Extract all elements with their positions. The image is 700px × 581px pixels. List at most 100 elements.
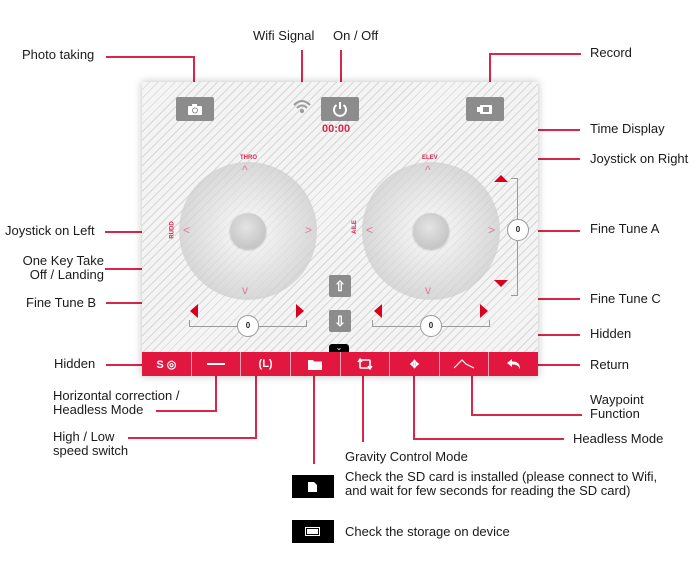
sd-status-icon: S ◎ <box>156 358 177 371</box>
label-gravity-control: Gravity Control Mode <box>345 449 468 464</box>
label-photo-taking: Photo taking <box>22 47 95 62</box>
chevron-down-icon: v <box>425 283 431 297</box>
trim-a-down-button[interactable] <box>494 280 508 287</box>
label-fine-tune-a: Fine Tune A <box>590 221 660 236</box>
left-joystick[interactable]: ^ v < > <box>179 162 317 300</box>
leader-horizontal <box>156 410 216 412</box>
horizontal-line-icon <box>206 363 225 365</box>
record-button[interactable] <box>466 97 504 121</box>
chevron-up-icon: ^ <box>425 163 431 177</box>
folder-icon <box>308 359 323 370</box>
wifi-signal-icon <box>292 98 312 119</box>
takeoff-button[interactable]: ⇧ <box>329 275 351 297</box>
leader-onoff <box>340 50 342 104</box>
label-high-low-speed: High / Low speed switch <box>53 429 129 458</box>
toolbar-folder-button[interactable] <box>289 352 340 376</box>
chevron-right-icon: > <box>305 223 313 237</box>
leader-speed <box>128 437 256 439</box>
legend-sd-card-text: Check the SD card is installed (please c… <box>345 469 658 498</box>
label-waypoint: Waypoint Function <box>590 392 644 421</box>
label-one-key: One Key Take Off / Landing <box>22 253 104 282</box>
leader-gravity-v <box>362 376 364 442</box>
right-joystick-knob[interactable] <box>413 213 449 249</box>
chevron-up-icon: ^ <box>242 163 248 177</box>
toolbar-waypoint-button[interactable] <box>438 352 489 376</box>
storage-icon <box>305 527 320 536</box>
toolbar-hidden-button[interactable]: S ◎ <box>142 352 191 376</box>
headless-icon: ✥ <box>409 358 420 371</box>
leader-headless-v <box>413 376 415 440</box>
leader-headless <box>414 438 564 440</box>
photo-button[interactable] <box>176 97 214 121</box>
throttle-label: THRO <box>240 155 257 161</box>
controller-screen: 00:00 ^ v < > THRO RUDD ^ v < > ELEV AIL… <box>142 82 538 376</box>
label-fine-tune-b: Fine Tune B <box>26 295 97 310</box>
leader-wifi <box>301 50 303 102</box>
toolbar-horizontal-correction-button[interactable] <box>190 352 241 376</box>
leader-fine-a <box>520 230 580 232</box>
legend-storage-box <box>292 520 334 543</box>
legend-sd-card-box <box>292 475 334 498</box>
video-camera-icon <box>477 105 492 114</box>
trim-c-value: 0 <box>420 315 442 337</box>
waypoint-icon <box>453 359 475 369</box>
leader-horizontal-v <box>215 376 217 412</box>
trim-c-right-button[interactable] <box>480 304 488 318</box>
leader-speed-v <box>255 376 257 439</box>
label-hidden-left: Hidden <box>54 356 96 371</box>
label-headless-mode: Headless Mode <box>573 431 664 446</box>
leader-record <box>489 53 581 55</box>
leader-return <box>538 364 580 366</box>
elevator-label: ELEV <box>422 155 438 161</box>
time-display: 00:00 <box>322 123 351 135</box>
rotate-icon <box>357 357 373 371</box>
leader-photo <box>106 56 194 58</box>
power-button[interactable] <box>321 97 359 121</box>
toolbar-gravity-button[interactable] <box>339 352 390 376</box>
chevron-left-icon: < <box>366 223 374 237</box>
chevron-down-icon: v <box>242 283 248 297</box>
bottom-toolbar: S ◎ (L) ✥ <box>142 352 538 376</box>
leader-folder-v <box>313 376 315 464</box>
trim-a-value: 0 <box>507 219 529 241</box>
label-wifi-signal: Wifi Signal <box>253 28 315 43</box>
right-joystick[interactable]: ^ v < > <box>362 162 500 300</box>
trim-b-left-button[interactable] <box>190 304 198 318</box>
return-icon <box>506 359 520 369</box>
label-joystick-right: Joystick on Right <box>590 151 689 166</box>
label-hidden-right: Hidden <box>590 326 632 341</box>
leader-photo-v <box>193 56 195 104</box>
toolbar-return-button[interactable] <box>488 352 538 376</box>
chevron-down-icon: ⌄ <box>335 343 343 352</box>
label-joystick-left: Joystick on Left <box>5 223 95 238</box>
label-on-off: On / Off <box>333 28 379 43</box>
landing-button[interactable]: ⇩ <box>329 310 351 332</box>
sd-card-icon <box>308 481 317 492</box>
leader-waypoint <box>472 414 582 416</box>
chevron-right-icon: > <box>488 223 496 237</box>
label-time-display: Time Display <box>590 121 665 136</box>
arrow-down-icon: ⇩ <box>334 312 346 329</box>
rudder-label: RUDD <box>169 221 176 239</box>
leader-waypoint-v <box>471 376 473 416</box>
speed-icon: (L) <box>258 358 273 370</box>
leader-hidden-left <box>106 364 142 366</box>
power-icon <box>333 102 347 117</box>
trim-a-up-button[interactable] <box>494 175 508 182</box>
legend-storage-text: Check the storage on device <box>345 524 510 539</box>
trim-c-left-button[interactable] <box>374 304 382 318</box>
chevron-left-icon: < <box>183 223 191 237</box>
trim-b-right-button[interactable] <box>296 304 304 318</box>
left-joystick-knob[interactable] <box>230 213 266 249</box>
label-horizontal-correction: Horizontal correction / Headless Mode <box>53 388 180 417</box>
label-return: Return <box>590 357 630 372</box>
label-fine-tune-c: Fine Tune C <box>590 291 661 306</box>
aileron-label: AILE <box>351 220 358 234</box>
trim-b-value: 0 <box>237 315 259 337</box>
toolbar-speed-button[interactable]: (L) <box>240 352 290 376</box>
label-record: Record <box>590 45 632 60</box>
camera-icon <box>188 104 202 115</box>
toolbar-headless-button[interactable]: ✥ <box>389 352 439 376</box>
leader-record-v <box>489 53 491 103</box>
hide-toggle-button[interactable]: ⌄ <box>329 344 349 352</box>
